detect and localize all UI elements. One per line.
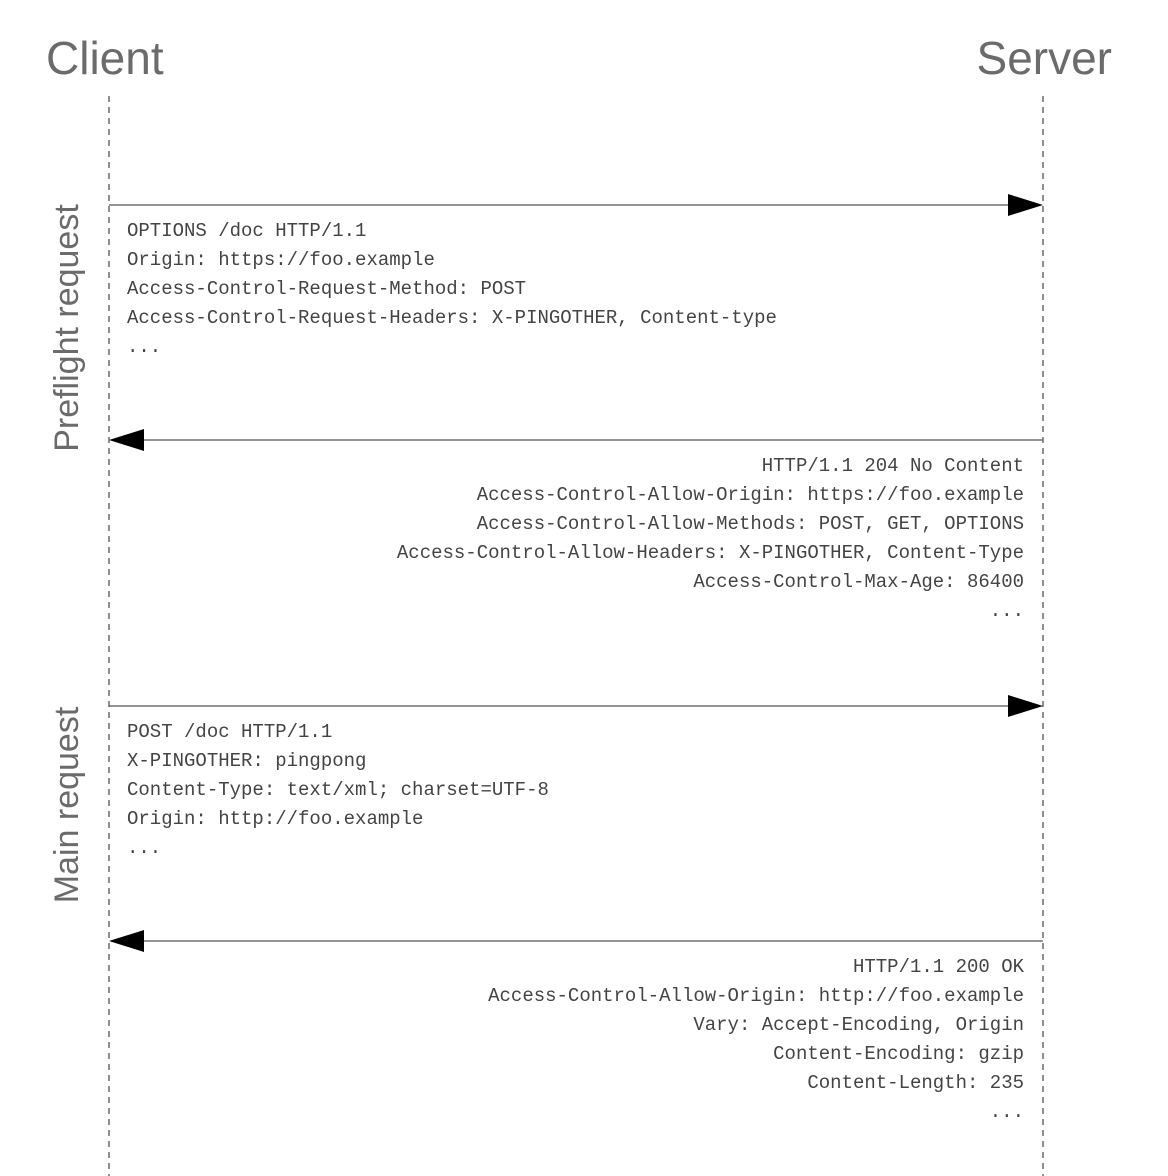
- message-line: HTTP/1.1 200 OK: [853, 956, 1025, 978]
- message-line: Access-Control-Max-Age: 86400: [693, 571, 1024, 593]
- message-line: ...: [127, 837, 161, 859]
- message-main-response: HTTP/1.1 200 OK Access-Control-Allow-Ori…: [109, 930, 1043, 1123]
- arrow-left-icon: [109, 429, 144, 451]
- message-line: Access-Control-Allow-Methods: POST, GET,…: [477, 513, 1024, 535]
- phase-label-main: Main request: [48, 706, 86, 903]
- message-preflight-request: OPTIONS /doc HTTP/1.1 Origin: https://fo…: [109, 194, 1043, 358]
- message-line: X-PINGOTHER: pingpong: [127, 750, 366, 772]
- message-line: Access-Control-Request-Headers: X-PINGOT…: [127, 307, 777, 329]
- message-line: HTTP/1.1 204 No Content: [762, 455, 1024, 477]
- arrow-left-icon: [109, 930, 144, 952]
- message-line: ...: [990, 1101, 1024, 1123]
- arrow-right-icon: [1008, 695, 1043, 717]
- message-line: Access-Control-Allow-Origin: https://foo…: [477, 484, 1024, 506]
- message-line: POST /doc HTTP/1.1: [127, 721, 332, 743]
- message-line: Vary: Accept-Encoding, Origin: [693, 1014, 1024, 1036]
- arrow-right-icon: [1008, 194, 1043, 216]
- phase-label-preflight: Preflight request: [48, 204, 86, 452]
- message-line: Content-Type: text/xml; charset=UTF-8: [127, 779, 549, 801]
- message-line: Content-Encoding: gzip: [773, 1043, 1024, 1065]
- message-line: Origin: https://foo.example: [127, 249, 435, 271]
- message-line: ...: [127, 336, 161, 358]
- message-line: ...: [990, 600, 1024, 622]
- message-line: Access-Control-Allow-Headers: X-PINGOTHE…: [397, 542, 1024, 564]
- message-preflight-response: HTTP/1.1 204 No Content Access-Control-A…: [109, 429, 1043, 622]
- message-line: OPTIONS /doc HTTP/1.1: [127, 220, 366, 242]
- message-line: Access-Control-Request-Method: POST: [127, 278, 526, 300]
- message-line: Content-Length: 235: [807, 1072, 1024, 1094]
- client-label: Client: [46, 32, 164, 84]
- message-line: Access-Control-Allow-Origin: http://foo.…: [488, 985, 1024, 1007]
- message-main-request: POST /doc HTTP/1.1 X-PINGOTHER: pingpong…: [109, 695, 1043, 859]
- message-line: Origin: http://foo.example: [127, 808, 423, 830]
- server-label: Server: [977, 32, 1112, 84]
